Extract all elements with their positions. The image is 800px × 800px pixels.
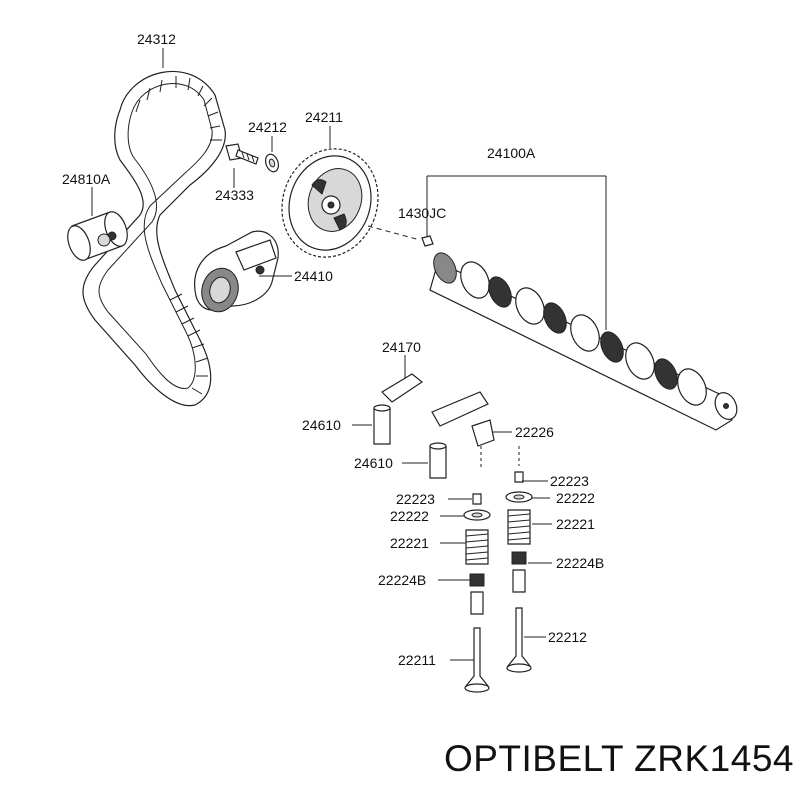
leader-lines <box>91 48 607 661</box>
label-seal-right: 22224B <box>556 555 604 571</box>
valve-guide-right <box>512 569 526 593</box>
label-idler: 24810A <box>62 171 111 187</box>
valve-retainer-left <box>463 509 491 521</box>
belt-tensioner <box>194 230 279 313</box>
label-bolt: 24212 <box>248 119 287 135</box>
label-camshaft: 24100A <box>487 145 536 161</box>
label-spring-left: 22221 <box>390 535 429 551</box>
valve-seal-left <box>469 573 485 587</box>
label-lock-right: 22223 <box>550 473 589 489</box>
label-pin: 1430JC <box>398 205 446 221</box>
valve-retainer-right <box>505 491 533 503</box>
label-retainer-left: 22222 <box>390 508 429 524</box>
label-sprocket: 24211 <box>305 109 343 125</box>
label-lash-adjuster: 22226 <box>515 424 554 440</box>
label-exhaust-valve: 22212 <box>548 629 587 645</box>
label-rocker: 24170 <box>382 339 421 355</box>
timing-belt <box>82 70 226 407</box>
camshaft <box>429 252 738 431</box>
brand-caption: OPTIBELT ZRK1454 <box>443 738 794 779</box>
rocker-arm-right <box>431 391 489 427</box>
valve-lock-left <box>472 493 482 505</box>
lash-adjuster <box>471 419 495 447</box>
label-belt: 24312 <box>137 31 176 47</box>
intake-valve <box>464 627 490 693</box>
exhaust-valve <box>506 607 532 673</box>
label-spring-right: 22221 <box>556 516 595 532</box>
camshaft-sprocket <box>281 148 379 258</box>
sprocket-bolt <box>225 143 259 165</box>
label-lifter-1: 24610 <box>302 417 341 433</box>
label-retainer-right: 22222 <box>556 490 595 506</box>
rocker-arm-left <box>381 373 424 403</box>
label-intake-valve: 22211 <box>398 652 436 668</box>
dowel-pin <box>421 235 434 247</box>
valve-seal-right <box>511 551 527 565</box>
sprocket-washer <box>264 153 280 173</box>
valve-spring-left <box>465 529 489 565</box>
valve-spring-right <box>507 509 531 545</box>
label-washer: 24333 <box>215 187 254 203</box>
idler-pulley <box>67 211 128 261</box>
hydraulic-lifter-1 <box>373 404 391 445</box>
valve-lock-right <box>514 471 524 483</box>
label-seal-left: 22224B <box>378 572 426 588</box>
hydraulic-lifter-2 <box>429 442 447 479</box>
label-lock-left: 22223 <box>396 491 435 507</box>
label-tensioner: 24410 <box>294 268 333 284</box>
label-lifter-2: 24610 <box>354 455 393 471</box>
valve-guide-left <box>470 591 484 615</box>
